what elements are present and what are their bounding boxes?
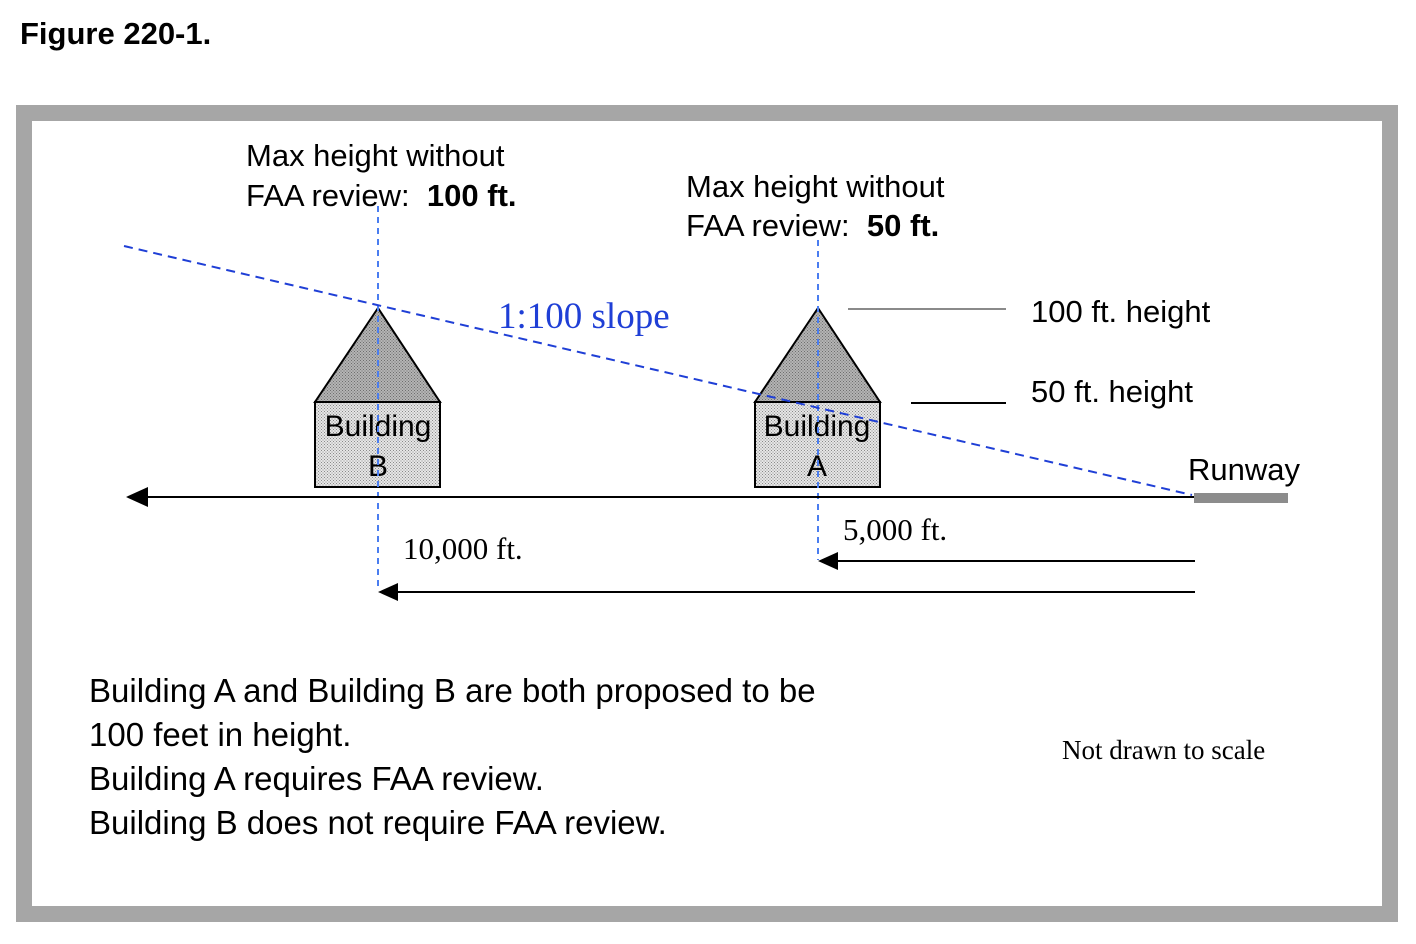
building-b-max-height-prefix: FAA review: — [246, 178, 427, 213]
distance-a-label: 5,000 ft. — [843, 512, 947, 547]
distance-a-arrowhead — [818, 552, 838, 570]
height-50-label: 50 ft. height — [1031, 374, 1193, 409]
note-line-4: Building B does not require FAA review. — [89, 804, 667, 841]
scale-note: Not drawn to scale — [1062, 735, 1265, 765]
figure-title: Figure 220-1. — [20, 16, 211, 51]
building-b-max-height-line2: FAA review: 100 ft. — [246, 178, 517, 213]
building-a-max-height-line2: FAA review: 50 ft. — [686, 208, 939, 243]
runway — [1194, 493, 1288, 503]
building-a-label-line2: A — [807, 450, 827, 483]
note-line-1: Building A and Building B are both propo… — [89, 672, 816, 709]
building-b-label-line2: B — [368, 450, 388, 483]
slope-line — [123, 245, 1193, 496]
building-a-max-height-line1: Max height without — [686, 169, 945, 204]
runway-label: Runway — [1188, 452, 1300, 487]
building-b-max-height-value: 100 ft. — [427, 178, 517, 213]
height-100-label: 100 ft. height — [1031, 294, 1211, 329]
distance-b-label: 10,000 ft. — [403, 531, 523, 566]
ground-arrowhead — [126, 487, 148, 507]
slope-label: 1:100 slope — [498, 296, 670, 337]
building-a-label-line1: Building — [764, 410, 871, 443]
figure-frame — [16, 105, 1398, 922]
building-a-max-height-prefix: FAA review: — [686, 208, 867, 243]
building-a-max-height-value: 50 ft. — [867, 208, 939, 243]
building-b-max-height-line1: Max height without — [246, 138, 505, 173]
note-line-2: 100 feet in height. — [89, 716, 351, 753]
distance-b-arrowhead — [378, 583, 398, 601]
note-line-3: Building A requires FAA review. — [89, 760, 544, 797]
